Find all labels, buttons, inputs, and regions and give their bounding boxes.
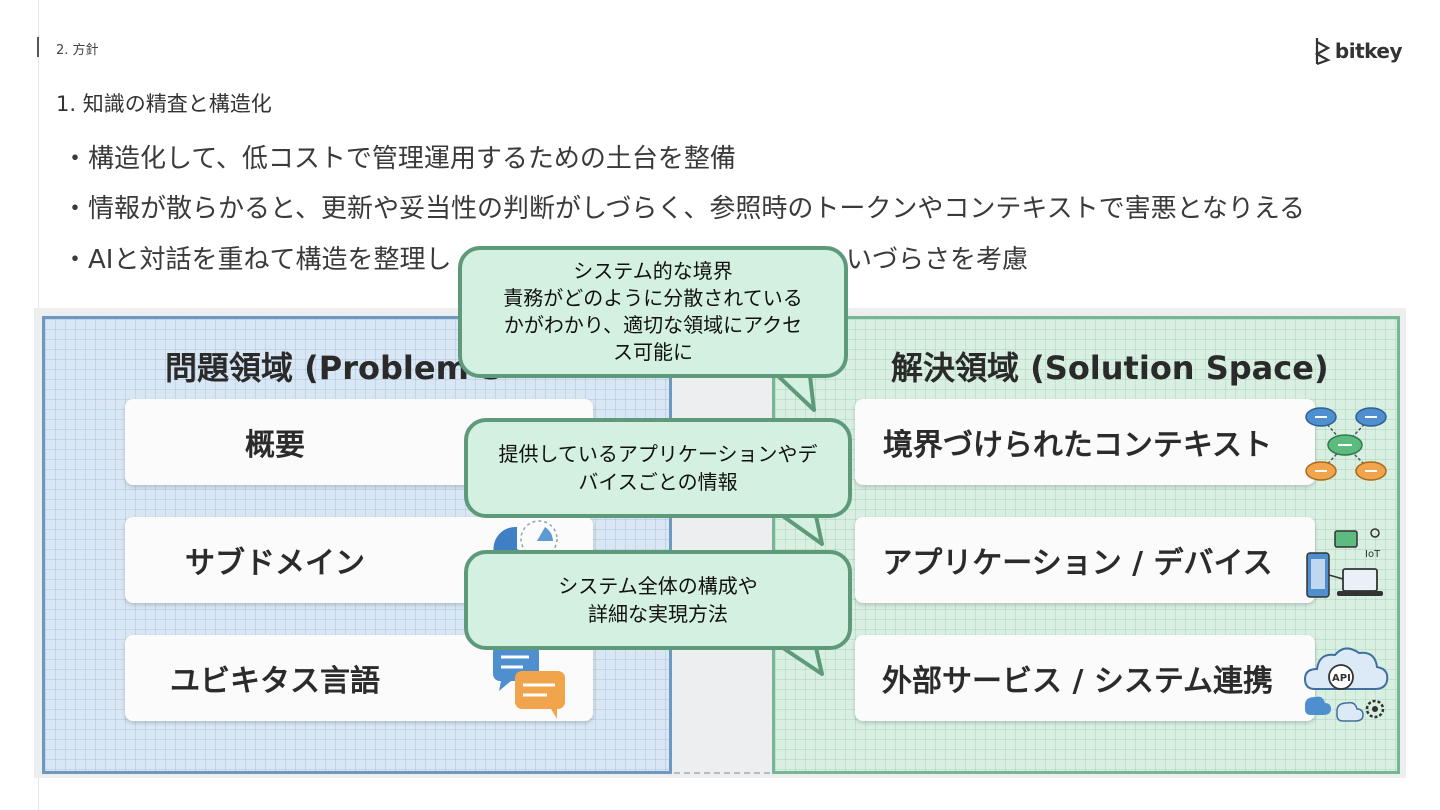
iot-label: IoT — [1365, 549, 1381, 560]
solution-card-external-services: 外部サービス / システム連携 — [855, 635, 1315, 721]
bullet-3-tail: いづらさを考慮 — [846, 245, 1029, 275]
bullet-1: ・構造化して、低コストで管理運用するための土台を整備 — [62, 144, 736, 174]
bitkey-logo-icon — [1314, 38, 1331, 66]
problem-space-panel: 問題領域 (Problem S 概要 サブドメイン ユビキタス言語 — [42, 316, 672, 774]
callout-1-line-1: システム的な境界 — [573, 259, 733, 283]
callout-1-line-3: かがわかり、適切な領域にアクセ — [503, 313, 803, 337]
slide-heading: 1. 知識の精査と構造化 — [56, 92, 272, 116]
callout-3-line-1: システム全体の構成や — [558, 574, 758, 598]
problem-card-label: ユビキタス言語 — [170, 664, 380, 699]
callout-system-boundary: システム的な境界 責務がどのように分散されている かがわかり、適切な領域にアクセ… — [458, 246, 848, 378]
problem-card-label: 概要 — [245, 428, 305, 463]
callout-1-tail — [774, 372, 816, 412]
section-marker — [37, 37, 39, 57]
callout-1-line-2: 責務がどのように分散されている — [503, 286, 803, 310]
devices-icon: IoT — [1306, 528, 1383, 598]
callout-1-line-4: ス可能に — [613, 340, 693, 364]
bounded-context-network-icon — [1305, 407, 1387, 481]
solution-card-label: 外部サービス / システム連携 — [882, 664, 1273, 699]
chat-bubbles-icon — [493, 645, 565, 719]
solution-card-label: 境界づけられたコンテキスト — [882, 428, 1273, 463]
callout-apps-devices: 提供しているアプリケーションやデ バイスごとの情報 — [464, 418, 852, 518]
solution-card-apps-devices: アプリケーション / デバイス — [855, 517, 1315, 603]
solution-space-panel: 解決領域 (Solution Space) 境界づけられたコンテキスト アプリケ… — [772, 316, 1400, 774]
callout-3-line-2: 詳細な実現方法 — [588, 602, 728, 626]
api-label: API — [1332, 673, 1351, 684]
panel-divider — [674, 772, 770, 774]
solution-space-title: 解決領域 (Solution Space) — [891, 349, 1329, 387]
callout-2-line-2: バイスごとの情報 — [578, 470, 738, 494]
problem-space-title: 問題領域 (Problem S — [165, 349, 504, 387]
cloud-api-icon: API — [1303, 647, 1389, 722]
bullet-2: ・情報が散らかると、更新や妥当性の判断がしづらく、参照時のトークンやコンテキスト… — [62, 194, 1306, 224]
logo-text: bitkey — [1334, 39, 1403, 63]
domain-diagram: 問題領域 (Problem S 概要 サブドメイン ユビキタス言語 — [34, 308, 1406, 778]
callout-3-tail — [778, 644, 824, 676]
callout-2-tail — [778, 512, 824, 546]
callout-system-architecture: システム全体の構成や 詳細な実現方法 — [464, 550, 852, 650]
solution-card-bounded-context: 境界づけられたコンテキスト — [855, 399, 1315, 485]
bitkey-logo: bitkey — [1314, 36, 1403, 66]
problem-card-label: サブドメイン — [185, 546, 365, 581]
bullet-3: ・AIと対話を重ねて構造を整理し — [62, 245, 452, 275]
section-label: 2. 方針 — [56, 43, 99, 58]
callout-2-line-1: 提供しているアプリケーションやデ — [498, 442, 818, 466]
solution-card-label: アプリケーション / デバイス — [882, 546, 1273, 581]
